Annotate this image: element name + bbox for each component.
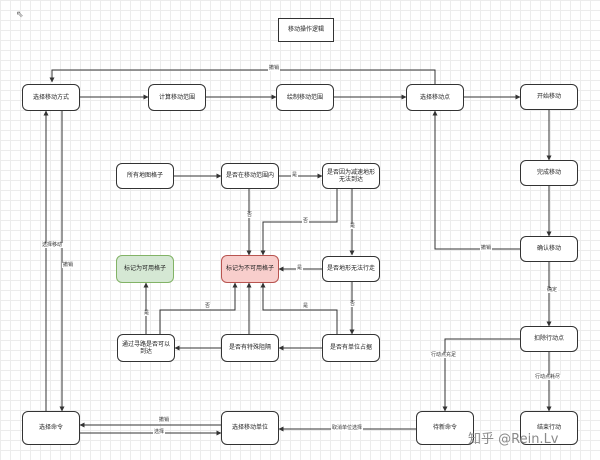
edge-label-action-points-used: 行动点耗尽 [534, 374, 562, 380]
node-select-command[interactable]: 选择命令 [22, 411, 80, 445]
mouse-cursor-icon: ⇖ [16, 10, 24, 20]
edge-label-yes-4: 是 [302, 303, 310, 309]
edge-label-yes-1: 是 [291, 172, 299, 178]
edge-label-no-4: 否 [204, 303, 212, 309]
node-deduct-action-points[interactable]: 扣除行动点 [520, 326, 578, 352]
node-select-unit[interactable]: 选择移动单位 [221, 411, 279, 445]
node-select-move-point[interactable]: 选择移动点 [406, 84, 464, 111]
node-finish-move[interactable]: 完成移动 [520, 160, 578, 186]
edge-terrain-to-unavailable [260, 189, 338, 256]
node-terrain-enter[interactable]: 是否地形无法行走 [322, 256, 380, 282]
node-in-range[interactable]: 是否在移动范围内 [221, 163, 279, 189]
edge-label-no-3: 否 [349, 301, 357, 307]
edge-label-yes-3: 是 [296, 265, 304, 271]
edge-label-yes-5: 是 [143, 310, 151, 316]
edge-point-back-to-mode [49, 69, 436, 84]
edge-label-select-bottom: 选择 [153, 429, 166, 435]
edge-label-cancel-unit-select: 取消单位选择 [331, 425, 364, 431]
node-draw-range[interactable]: 绘制移动范围 [276, 84, 334, 111]
edge-deduct-to-wait [442, 338, 520, 412]
edge-unit-to-unavailable [260, 282, 338, 334]
node-has-unit[interactable]: 是否有单位占据 [322, 334, 380, 362]
node-terrain-block[interactable]: 是否因为减速地形无法到达 [322, 163, 380, 189]
edge-label-cancel-top: 撤销 [268, 65, 281, 71]
edge-label-cancel-bottom: 撤销 [158, 417, 171, 423]
diagram-title: 移动操作逻辑 [278, 18, 334, 42]
node-mark-unavailable[interactable]: 标记为不可用格子 [221, 255, 279, 283]
node-wait-command[interactable]: 待新命令 [416, 411, 474, 445]
edge-label-yes-2: 是 [349, 223, 357, 229]
node-calc-range[interactable]: 计算移动范围 [148, 84, 206, 111]
node-pathfind[interactable]: 通过寻路是否可以到达 [117, 334, 175, 362]
node-select-move-mode[interactable]: 选择移动方式 [22, 84, 80, 111]
edge-label-no-2: 否 [302, 218, 310, 224]
node-start-move[interactable]: 开始移动 [520, 84, 578, 110]
watermark: 知乎 @Rein.Lv [468, 432, 559, 447]
connectors [43, 69, 552, 436]
edge-label-confirm: 确定 [546, 287, 559, 293]
node-end-action[interactable]: 结束行动 [520, 411, 578, 445]
node-mark-available[interactable]: 标记为可用格子 [116, 255, 174, 283]
edge-label-cancel-confirm: 撤销 [480, 245, 493, 251]
edge-label-action-points-left: 行动点充足 [430, 352, 458, 358]
node-special-block[interactable]: 是否有特殊阻隔 [221, 334, 279, 362]
edge-label-no-1: 否 [246, 212, 254, 218]
edge-confirm-to-point [432, 110, 520, 250]
edge-label-cancel-left: 撤销 [62, 262, 75, 268]
node-all-grid[interactable]: 所有地图格子 [116, 163, 174, 189]
node-confirm-move[interactable]: 确认移动 [520, 236, 578, 262]
edge-label-select-move-left: 选择移动 [41, 242, 64, 248]
edge-pathfind-to-unavailable [159, 282, 238, 334]
